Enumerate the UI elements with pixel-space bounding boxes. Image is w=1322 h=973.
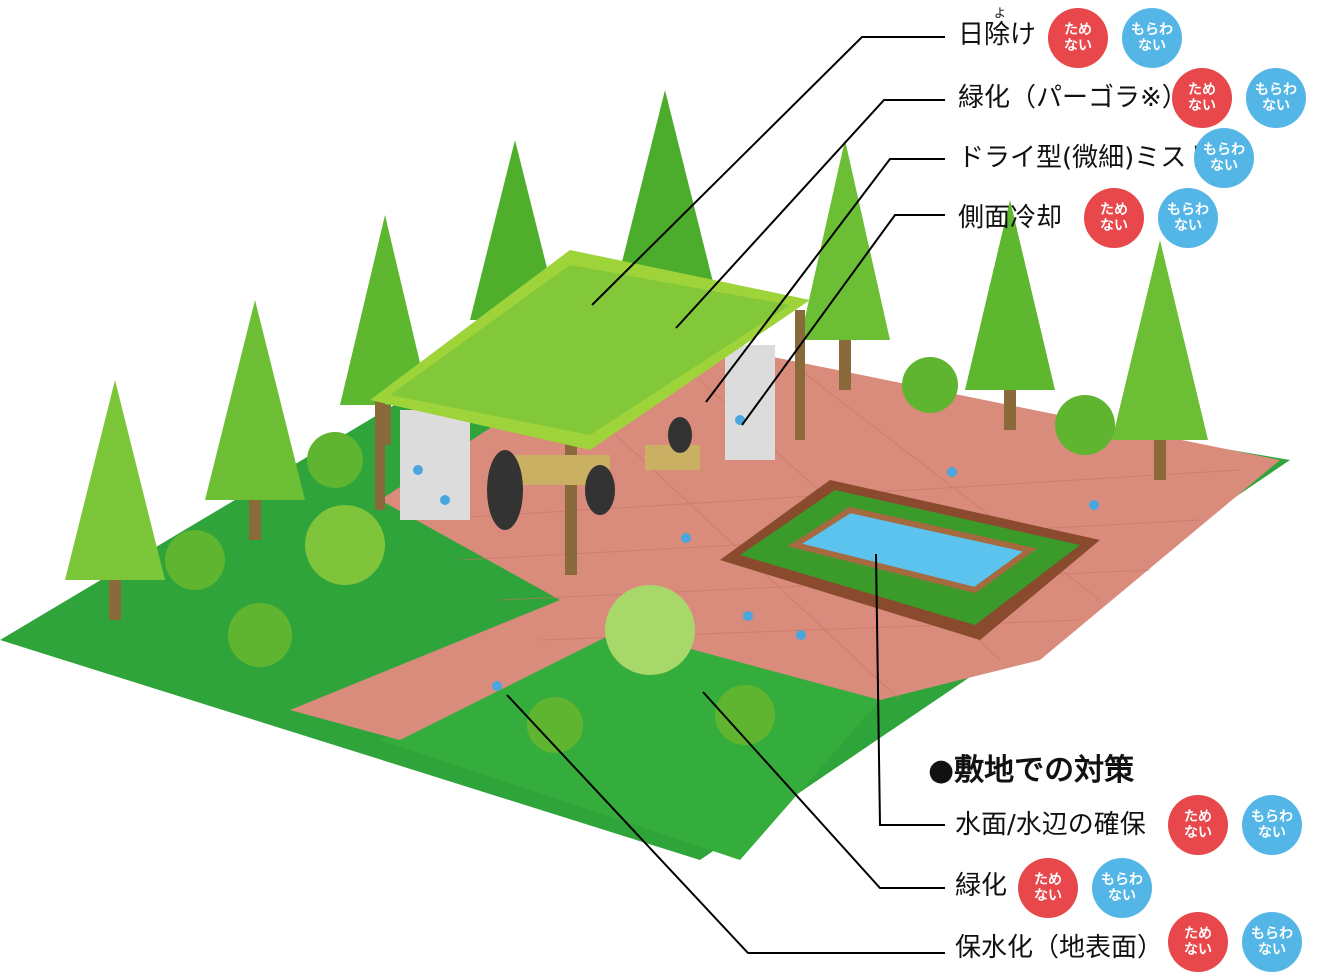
side-cooling-tamenai-badge: ため ない <box>1084 188 1144 248</box>
shade-label: 日除け <box>958 20 1037 50</box>
pergola-tamenai-badge: ため ない <box>1172 68 1232 128</box>
paving-label: 保水化（地表面） <box>955 933 1164 963</box>
mist-label: ドライ型(微細)ミスト <box>958 143 1213 173</box>
pool <box>720 480 1100 640</box>
greening-label: 緑化 <box>955 871 1008 901</box>
side-cooling-morawanai-badge: もらわ ない <box>1158 188 1218 248</box>
bushes <box>165 357 1115 753</box>
pergola <box>370 250 810 575</box>
pergola-label: 緑化（パーゴラ※） <box>958 83 1188 113</box>
water-drops <box>413 415 1099 691</box>
greening-morawanai-badge: もらわ ない <box>1092 858 1152 918</box>
paving-morawanai-badge: もらわ ない <box>1242 912 1302 972</box>
water-tamenai-badge: ため ない <box>1168 795 1228 855</box>
leader-lines <box>506 36 945 954</box>
side-cooling-label: 側面冷却 <box>958 203 1063 233</box>
pergola-morawanai-badge: もらわ ない <box>1246 68 1306 128</box>
shade-ruby: よ <box>994 6 1007 20</box>
water-label: 水面/水辺の確保 <box>955 810 1146 840</box>
paving-tamenai-badge: ため ない <box>1168 912 1228 972</box>
water-morawanai-badge: もらわ ない <box>1242 795 1302 855</box>
shade-tamenai-badge: ため ない <box>1048 8 1108 68</box>
shade-morawanai-badge: もらわ ない <box>1122 8 1182 68</box>
greening-tamenai-badge: ため ない <box>1018 858 1078 918</box>
section-heading: ●敷地での対策 <box>928 753 1135 788</box>
mist-morawanai-badge: もらわ ない <box>1194 128 1254 188</box>
